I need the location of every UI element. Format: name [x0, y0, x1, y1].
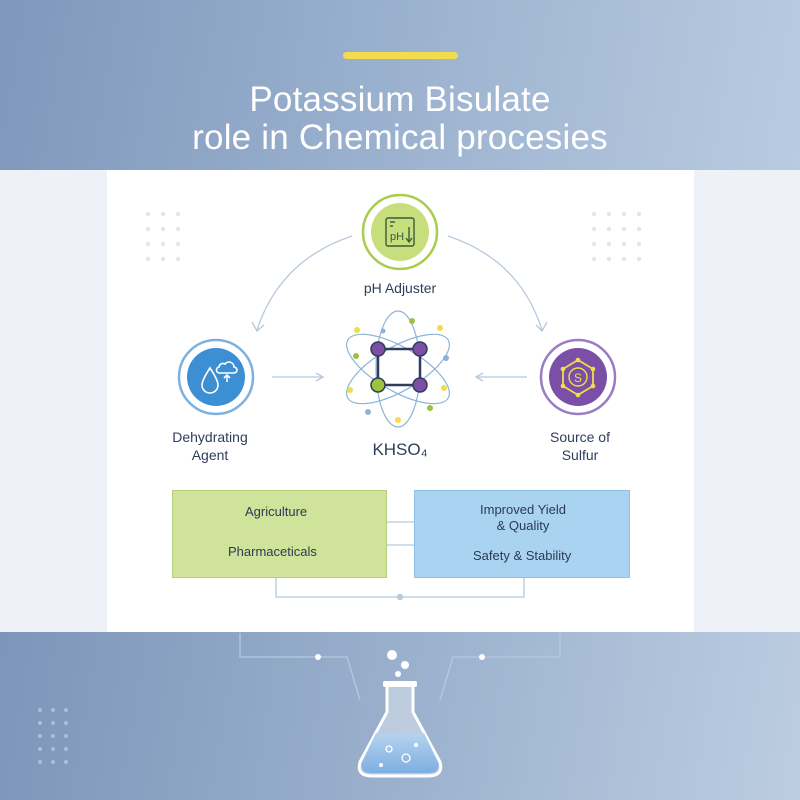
connector-nodes — [315, 654, 485, 660]
ph-adjuster-label: pH Adjuster — [363, 280, 437, 296]
sulfur-source-label-line2: Sulfur — [561, 447, 599, 463]
sulfur-node: S — [539, 338, 617, 416]
ph-adjuster-node: pH — [361, 193, 439, 271]
improved-yield-line2: & Quality — [496, 518, 550, 533]
dehydrating-agent-label-line2: Agent — [191, 447, 229, 463]
agriculture-label: Agriculture — [245, 504, 308, 519]
dot-grid-left — [145, 211, 181, 262]
header-banner — [0, 0, 800, 170]
benefits-blue-box — [414, 490, 630, 578]
dot-grid-right — [591, 211, 642, 262]
khso4-molecule-icon — [345, 310, 451, 428]
dehydrating-agent-label-line1: Dehydrating — [172, 429, 248, 445]
compound-formula: KHSO₄ — [372, 440, 428, 459]
title-line-2: role in Chemical procesies — [192, 118, 608, 157]
ph-icon-text: pH — [390, 231, 404, 243]
dehydrating-agent-label: Dehydrating Agent — [155, 428, 265, 464]
pharmaceuticals-label: Pharmaceticals — [228, 544, 317, 559]
safety-stability-label: Safety & Stability — [473, 548, 572, 563]
sulfur-source-label-line1: Source of — [550, 429, 610, 445]
water-drop-icon — [201, 361, 238, 394]
sulfur-icon-text: S — [574, 371, 582, 385]
flask-icon — [357, 650, 443, 778]
dehydrating-agent-node — [177, 338, 255, 416]
improved-yield-line1: Improved Yield — [480, 502, 566, 517]
dot-grid-footer — [38, 708, 68, 764]
sulfur-source-label: Source of Sulfur — [525, 428, 635, 464]
cycle-arrows — [251, 235, 548, 382]
connector-lines — [239, 521, 561, 701]
improved-yield-label: Improved Yield & Quality — [458, 502, 588, 534]
applications-green-box — [172, 490, 387, 578]
sulfur-icon — [560, 357, 596, 398]
title-line-1: Potassium Bisulate — [249, 80, 551, 119]
ph-meter-icon — [385, 217, 415, 247]
accent-bar — [343, 52, 458, 59]
